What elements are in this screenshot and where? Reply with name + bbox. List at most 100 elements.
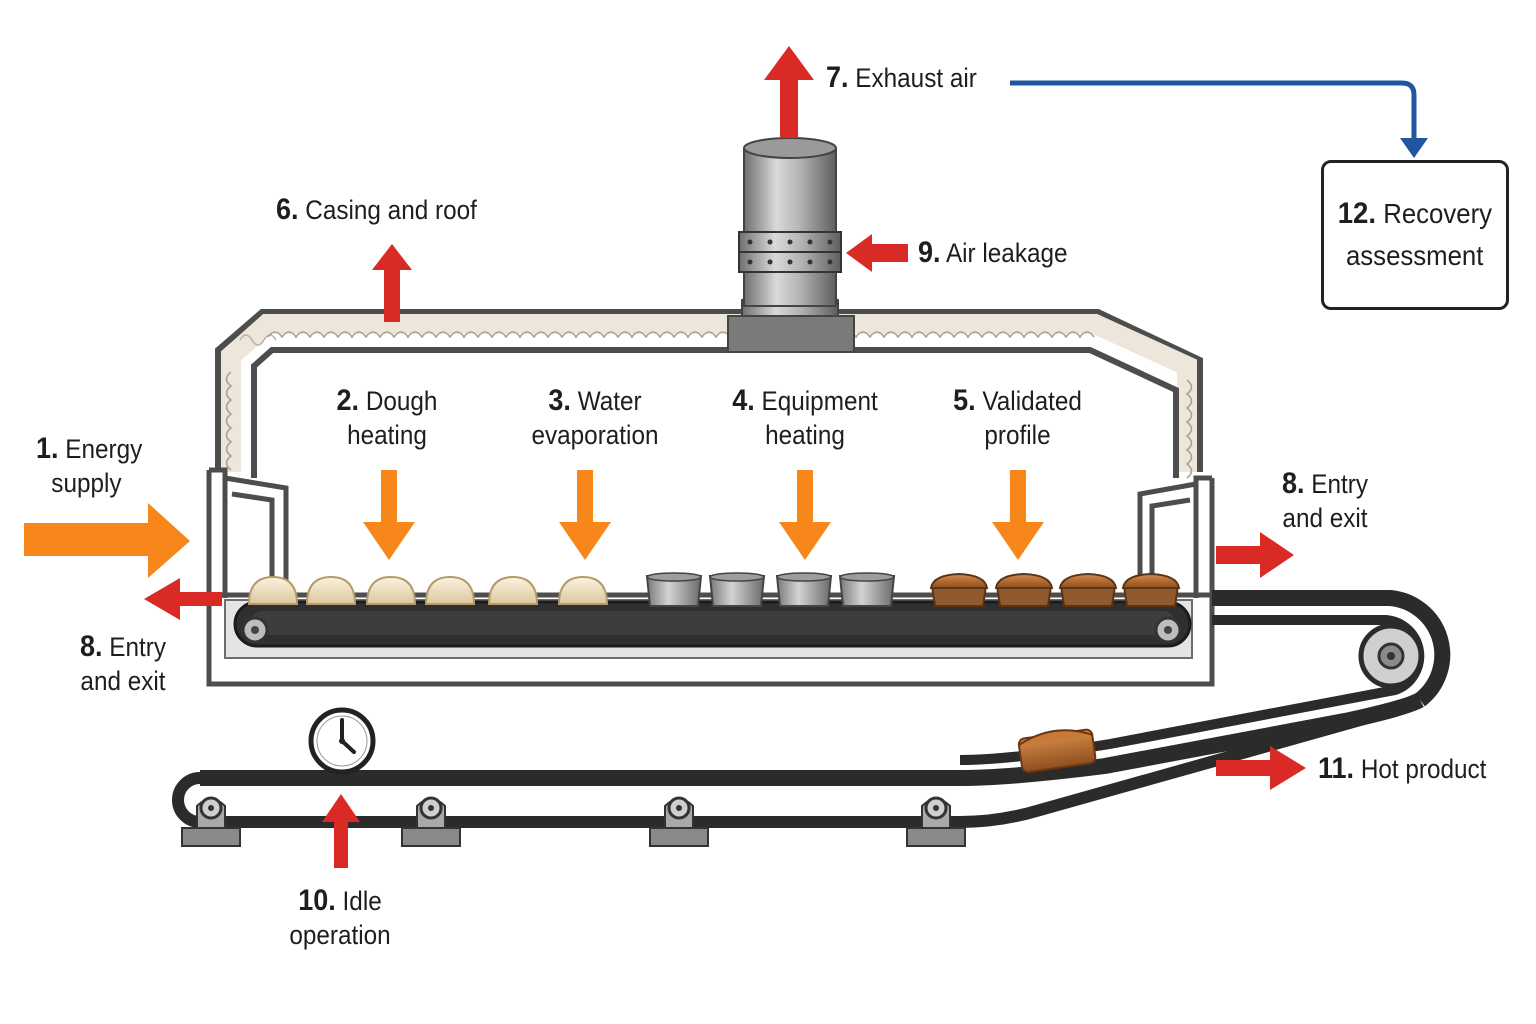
entry-loss-right-arrow bbox=[1216, 532, 1294, 578]
bread-loaf bbox=[1058, 572, 1118, 589]
air-leakage-arrow bbox=[846, 234, 908, 272]
chimney-pipe bbox=[743, 149, 837, 307]
dough-piece bbox=[247, 575, 299, 605]
chimney-bolts bbox=[747, 239, 833, 265]
label-text-line2: and exit bbox=[80, 666, 166, 696]
insulation-waves bbox=[225, 331, 1193, 479]
label-number: 9. bbox=[918, 236, 941, 269]
hot-loaf bbox=[1017, 728, 1097, 774]
idle-operation-arrow bbox=[322, 794, 360, 868]
label-air-leakage: 9. Air leakage bbox=[918, 236, 1068, 270]
label-dough-heating: 2. Dough heating bbox=[329, 384, 446, 452]
label-entry-exit-right: 8. Entry and exit bbox=[1267, 467, 1384, 535]
right-door-frame bbox=[1137, 475, 1215, 600]
dough-piece bbox=[487, 575, 539, 605]
casing-inner bbox=[251, 347, 1179, 478]
label-text: Hot product bbox=[1360, 754, 1487, 784]
label-idle-operation: 10. Idle operation bbox=[277, 884, 403, 952]
recovery-arrowhead bbox=[1400, 138, 1428, 158]
conveyor-supports bbox=[181, 796, 966, 847]
label-validated-profile: 5. Validated profile bbox=[948, 384, 1088, 452]
bolt bbox=[747, 239, 753, 245]
heat-demand-arrows bbox=[363, 470, 1044, 560]
bolt bbox=[807, 259, 813, 265]
label-number: 8. bbox=[79, 630, 103, 663]
baking-tins bbox=[645, 572, 896, 607]
roller-axle bbox=[676, 805, 682, 811]
recovery-assessment-box: 12. Recovery assessment bbox=[1321, 160, 1509, 310]
hot-product-arrow bbox=[1216, 746, 1306, 790]
support-foot bbox=[401, 827, 461, 847]
bolt bbox=[827, 259, 833, 265]
dough-piece bbox=[305, 575, 357, 605]
chimney-base bbox=[727, 315, 855, 353]
label-number: 8. bbox=[1281, 467, 1305, 500]
tin-rim bbox=[839, 572, 895, 582]
support-foot bbox=[906, 827, 966, 847]
label-number: 12. bbox=[1337, 197, 1377, 230]
label-text-line2: profile bbox=[984, 420, 1051, 450]
label-number: 2. bbox=[336, 384, 360, 417]
label-text-line2: heating bbox=[347, 420, 427, 450]
bread-loaf bbox=[1121, 572, 1181, 589]
tin-rim bbox=[646, 572, 702, 582]
chimney-top bbox=[743, 137, 837, 159]
label-text: Equipment bbox=[761, 386, 878, 416]
label-text: Casing and roof bbox=[305, 195, 477, 225]
label-water-evaporation: 3. Water evaporation bbox=[519, 384, 672, 452]
heat-arrow bbox=[363, 470, 415, 560]
label-text-line2: evaporation bbox=[531, 420, 659, 450]
energy-supply-arrow bbox=[24, 503, 190, 578]
bolt bbox=[827, 239, 833, 245]
label-number: 5. bbox=[953, 384, 976, 417]
label-number: 1. bbox=[36, 432, 59, 465]
roller-axle bbox=[933, 805, 939, 811]
casing-loss-arrow bbox=[372, 244, 412, 322]
heat-arrow bbox=[992, 470, 1044, 560]
bolt bbox=[767, 239, 773, 245]
clock-icon bbox=[308, 707, 376, 775]
label-number: 11. bbox=[1318, 752, 1355, 785]
tin-rim bbox=[709, 572, 765, 582]
inner-conveyor bbox=[233, 600, 1192, 648]
bread-loaf bbox=[929, 572, 989, 589]
roof-insulation-wave bbox=[267, 331, 1095, 339]
exit-conveyor bbox=[172, 590, 1451, 847]
oven-casing bbox=[215, 309, 1203, 478]
label-number: 3. bbox=[548, 384, 571, 417]
tin-rim bbox=[776, 572, 832, 582]
label-number: 4. bbox=[732, 384, 755, 417]
label-number: 7. bbox=[826, 61, 849, 94]
label-exhaust-air: 7. Exhaust air bbox=[826, 61, 977, 95]
label-text-line2: and exit bbox=[1282, 503, 1368, 533]
bread-loaves bbox=[929, 572, 1181, 607]
label-energy-supply: 1. Energy supply bbox=[36, 432, 142, 500]
label-entry-exit-left: 8. Entry and exit bbox=[65, 630, 182, 698]
casing-insulation bbox=[221, 314, 1197, 472]
label-text: Energy bbox=[65, 434, 143, 464]
recovery-line2: assessment bbox=[1346, 240, 1484, 271]
recovery-line bbox=[1010, 80, 1417, 140]
entry-loss-left-arrow bbox=[144, 578, 222, 620]
label-text: Idle bbox=[342, 886, 382, 916]
roller-axle bbox=[208, 805, 214, 811]
dough-pieces bbox=[247, 575, 609, 605]
heat-arrow bbox=[779, 470, 831, 560]
bolt bbox=[807, 239, 813, 245]
label-text-line2: heating bbox=[765, 420, 845, 450]
label-hot-product: 11. Hot product bbox=[1318, 752, 1486, 786]
recovery-line1: 12. Recovery bbox=[1338, 193, 1492, 235]
label-text-line2: supply bbox=[51, 468, 122, 498]
bread-loaf bbox=[994, 572, 1054, 589]
roller-axle bbox=[428, 805, 434, 811]
exhaust-loss-arrow bbox=[764, 46, 814, 138]
label-casing-roof: 6. Casing and roof bbox=[276, 193, 477, 227]
bolt bbox=[787, 239, 793, 245]
label-text: Recovery bbox=[1383, 198, 1493, 229]
label-text: Entry bbox=[109, 632, 167, 662]
dough-piece bbox=[557, 575, 609, 605]
support-foot bbox=[181, 827, 241, 847]
label-number: 10. bbox=[298, 884, 336, 917]
bolt bbox=[787, 259, 793, 265]
